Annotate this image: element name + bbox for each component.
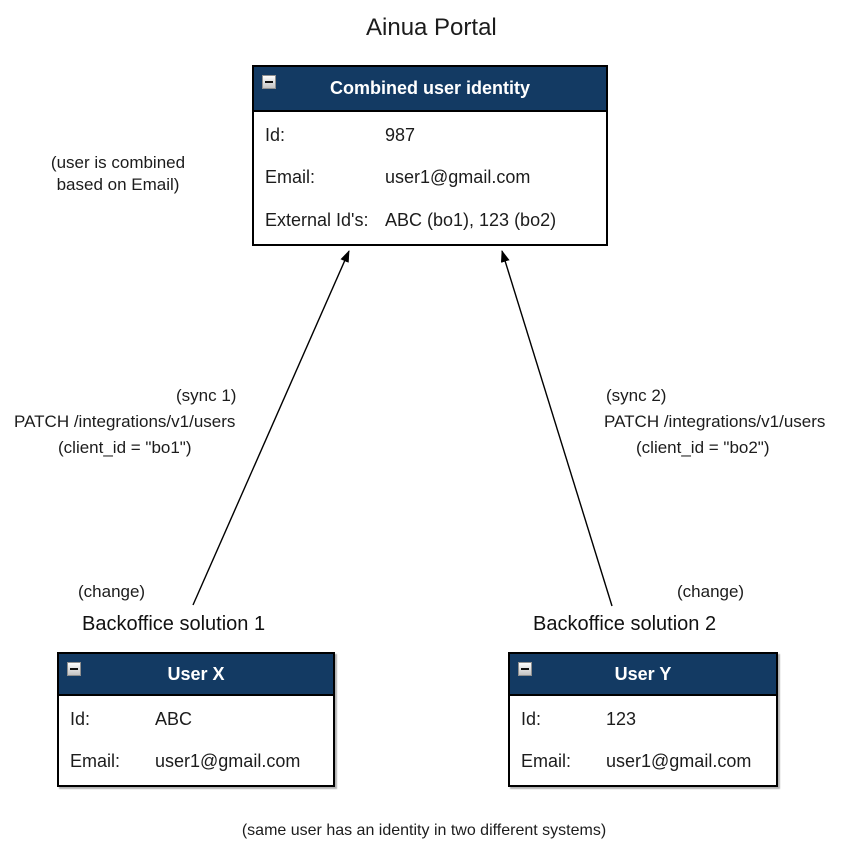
backoffice2-title: Backoffice solution 2 xyxy=(533,613,717,635)
field-id: Id: ABC xyxy=(70,709,325,730)
combined-user-identity-box: Combined user identity Id: 987 Email: us… xyxy=(252,65,608,246)
field-id: Id: 987 xyxy=(265,125,598,146)
user-y-header: User Y xyxy=(510,654,776,696)
user-y-title: User Y xyxy=(614,663,672,684)
field-email: Email: user1@gmail.com xyxy=(265,167,598,188)
field-label: Id: xyxy=(70,708,91,729)
user-x-body: Id: ABC Email: user1@gmail.com xyxy=(59,696,333,785)
user-y-box: User Y Id: 123 Email: user1@gmail.com xyxy=(508,652,778,787)
field-value: user1@gmail.com xyxy=(385,167,531,188)
page-title: Ainua Portal xyxy=(366,14,497,41)
field-label: External Id's: xyxy=(265,210,369,231)
backoffice1-title: Backoffice solution 1 xyxy=(82,613,266,635)
collapse-button[interactable] xyxy=(518,662,532,676)
sync1-client: (client_id = "bo1") xyxy=(58,438,192,457)
field-email: Email: user1@gmail.com xyxy=(521,751,768,772)
field-external-ids: External Id's: ABC (bo1), 123 (bo2) xyxy=(265,210,598,231)
field-label: Id: xyxy=(521,708,542,729)
user-x-box: User X Id: ABC Email: user1@gmail.com xyxy=(57,652,335,787)
user-x-title: User X xyxy=(167,663,225,684)
sync2-label: (sync 2) xyxy=(606,386,667,405)
field-label: Email: xyxy=(265,167,316,188)
field-value: user1@gmail.com xyxy=(606,751,752,772)
note-user-combined: (user is combined based on Email) xyxy=(50,153,186,194)
field-id: Id: 123 xyxy=(521,709,768,730)
field-value: ABC xyxy=(155,708,193,729)
minus-icon xyxy=(521,668,529,670)
sync-arrow-2 xyxy=(500,250,613,607)
field-label: Email: xyxy=(521,751,572,772)
field-value: ABC (bo1), 123 (bo2) xyxy=(385,210,557,231)
field-email: Email: user1@gmail.com xyxy=(70,751,325,772)
field-value: 987 xyxy=(385,124,416,145)
change-label-right: (change) xyxy=(677,582,745,601)
user-x-header: User X xyxy=(59,654,333,696)
collapse-button[interactable] xyxy=(67,662,81,676)
field-label: Email: xyxy=(70,751,121,772)
field-value: user1@gmail.com xyxy=(155,751,301,772)
sync2-client: (client_id = "bo2") xyxy=(636,438,770,457)
sync1-request: PATCH /integrations/v1/users xyxy=(14,412,236,431)
combined-box-title: Combined user identity xyxy=(329,78,531,98)
change-label-left: (change) xyxy=(78,582,146,601)
minus-icon xyxy=(265,81,273,83)
collapse-button[interactable] xyxy=(262,75,276,89)
combined-box-header: Combined user identity xyxy=(254,67,606,112)
note-same-user: (same user has an identity in two differ… xyxy=(241,822,607,839)
user-y-body: Id: 123 Email: user1@gmail.com xyxy=(510,696,776,785)
sync2-request: PATCH /integrations/v1/users xyxy=(604,412,826,431)
field-label: Id: xyxy=(265,124,286,145)
combined-box-body: Id: 987 Email: user1@gmail.com External … xyxy=(254,112,606,244)
minus-icon xyxy=(70,668,78,670)
sync1-label: (sync 1) xyxy=(176,386,237,405)
field-value: 123 xyxy=(606,708,637,729)
